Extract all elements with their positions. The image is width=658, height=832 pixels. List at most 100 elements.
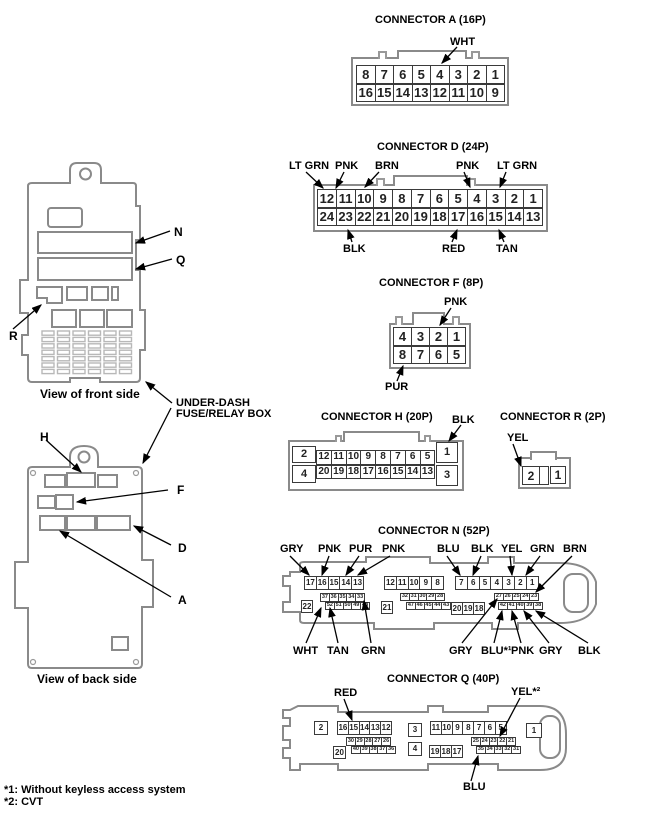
wire-label-pur-n-top: PUR (349, 543, 373, 555)
connector-r-middle-slot (539, 466, 549, 485)
back-connector-d-slot (96, 515, 131, 531)
pin-1: 1 (447, 327, 466, 346)
connector-h-pin-1: 1 (436, 442, 458, 463)
pin-9: 9 (485, 83, 505, 102)
front-fuse-grid (41, 330, 133, 375)
connector-r-title: CONNECTOR R (2P) (500, 411, 606, 423)
pin-33: 33 (355, 593, 365, 602)
footnote-2: *2: CVT (4, 796, 44, 808)
wire-label-blk-d: BLK (343, 243, 366, 255)
front-label-q: Q (176, 253, 186, 267)
pin-18: 18 (429, 207, 450, 226)
fuse-box-label-line1: UNDER-DASH (176, 397, 250, 409)
wire-label-pnk-d-right: PNK (456, 160, 480, 172)
wire-label-grn-n-top: GRN (530, 543, 555, 555)
pin-6: 6 (404, 450, 421, 465)
front-small-relay (47, 207, 83, 228)
wire-label-blu-n-top: BLU (437, 543, 460, 555)
pin-2: 2 (429, 327, 448, 346)
pin-11: 11 (448, 83, 468, 102)
wire-label-pnk-n-top1: PNK (318, 543, 342, 555)
pin-2: 2 (467, 65, 487, 84)
footnote-1: *1: Without keyless access system (4, 784, 186, 796)
wire-label-yel-q: YEL*² (511, 686, 541, 698)
pin-1: 1 (485, 65, 505, 84)
pin-16: 16 (375, 464, 391, 479)
pin-20: 20 (316, 464, 332, 479)
back-label-f: F (177, 483, 185, 497)
pin-5: 5 (447, 345, 466, 364)
connector-q-pin-1: 1 (526, 723, 542, 738)
pin-6: 6 (429, 189, 450, 208)
connector-h-title: CONNECTOR H (20P) (321, 411, 433, 423)
pin-7: 7 (410, 189, 431, 208)
pin-10: 10 (345, 450, 362, 465)
connector-h-bump-right (424, 435, 431, 442)
pin-8: 8 (431, 576, 444, 590)
pin-14: 14 (504, 207, 525, 226)
pin-19: 19 (330, 464, 347, 479)
pin-4: 4 (430, 65, 450, 84)
pin-13: 13 (351, 576, 364, 590)
pin-17: 17 (360, 464, 377, 479)
pin-15: 15 (485, 207, 506, 226)
pin-23: 23 (335, 207, 356, 226)
wire-label-pur-f: PUR (385, 381, 409, 393)
pin-21: 21 (506, 737, 516, 746)
pin-4: 4 (393, 327, 412, 346)
wire-label-ltgrn-d-right: LT GRN (497, 160, 538, 172)
pin-9: 9 (373, 189, 393, 208)
pin-24: 24 (317, 207, 337, 226)
wire-label-blk-h: BLK (452, 414, 475, 426)
pin-12: 12 (316, 450, 332, 465)
back-label-d: D (178, 541, 187, 555)
connector-d-title: CONNECTOR D (24P) (377, 141, 489, 153)
connector-d-bump-left (376, 178, 385, 186)
connector-f-title: CONNECTOR F (8P) (379, 277, 484, 289)
pin-15: 15 (374, 83, 394, 102)
wire-label-pnk-d-left: PNK (335, 160, 359, 172)
pin-48: 48 (360, 601, 370, 610)
wire-label-pnk-f: PNK (444, 296, 468, 308)
back-label-a: A (178, 593, 187, 607)
pin-8: 8 (375, 450, 391, 465)
pin-5: 5 (494, 721, 507, 735)
back-connector-h-slot (66, 472, 96, 488)
connector-q-shell (282, 705, 567, 771)
pin-23: 23 (529, 592, 539, 601)
pin-18: 18 (440, 745, 452, 758)
connector-f-tab (412, 312, 445, 325)
connector-f-bump-right (452, 316, 460, 325)
front-view-drawing (19, 162, 146, 383)
wire-label-tan-n-bottom: TAN (327, 645, 349, 657)
fuse-box-label-line2: FUSE/RELAY BOX (176, 408, 272, 420)
pin-10: 10 (354, 189, 375, 208)
pin-13: 13 (411, 83, 431, 102)
pin-1: 1 (525, 576, 539, 590)
pin-12: 12 (430, 83, 450, 102)
pin-36: 36 (386, 745, 396, 754)
wire-label-grn-n-bottom: GRN (361, 645, 386, 657)
front-view-caption: View of front side (40, 387, 140, 401)
wire-label-ltgrn-d-left: LT GRN (289, 160, 330, 172)
pin-7: 7 (411, 345, 430, 364)
front-mount-hole (79, 167, 92, 181)
pin-4: 4 (467, 189, 487, 208)
connector-h-pin-2: 2 (292, 446, 316, 463)
wire-label-gry-n-bottom2: GRY (539, 645, 563, 657)
pin-8: 8 (392, 189, 412, 208)
